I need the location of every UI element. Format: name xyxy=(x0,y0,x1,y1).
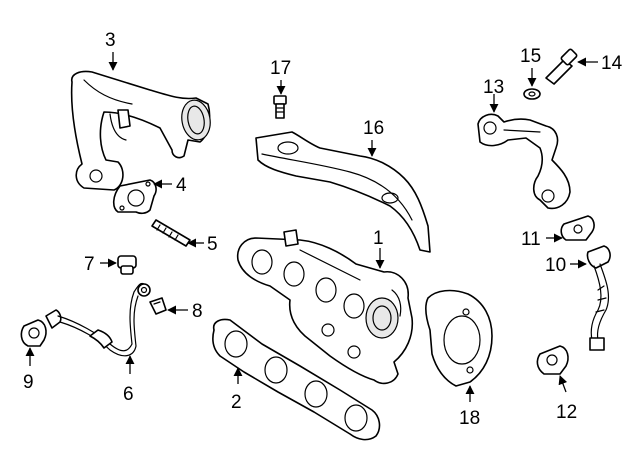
return-line-gasket xyxy=(560,215,595,241)
callout-16: 16 xyxy=(363,118,384,157)
clip xyxy=(149,297,167,315)
callout-17: 17 xyxy=(270,58,291,95)
callout-label: 4 xyxy=(176,175,187,196)
callout-1: 1 xyxy=(373,228,385,269)
callout-label: 2 xyxy=(231,392,242,413)
callout-label: 5 xyxy=(207,234,218,255)
callout-4: 4 xyxy=(153,175,187,196)
manifold-gasket xyxy=(212,318,381,441)
callout-18: 18 xyxy=(459,385,480,429)
callout-label: 10 xyxy=(545,255,566,276)
callout-label: 3 xyxy=(105,30,116,51)
callout-14: 14 xyxy=(577,53,623,74)
callout-8: 8 xyxy=(167,301,203,322)
line-gasket xyxy=(20,319,47,347)
callout-6: 6 xyxy=(123,355,135,405)
oil-feed-line xyxy=(45,282,151,357)
turbo-heat-shield xyxy=(425,289,493,387)
plug xyxy=(117,255,137,275)
callout-label: 15 xyxy=(520,46,541,67)
callout-15: 15 xyxy=(520,46,541,87)
callout-label: 13 xyxy=(483,77,504,98)
callout-label: 18 xyxy=(459,408,480,429)
callout-2: 2 xyxy=(231,367,243,413)
banjo-bolt xyxy=(545,48,578,85)
callout-13: 13 xyxy=(483,77,504,113)
callout-label: 14 xyxy=(601,53,623,74)
coolant-pipe xyxy=(477,113,571,210)
turbocharger-manifold xyxy=(236,229,414,385)
stud xyxy=(151,219,191,247)
callout-label: 1 xyxy=(373,228,384,249)
callout-12: 12 xyxy=(556,375,577,423)
bolt xyxy=(273,95,287,119)
callout-3: 3 xyxy=(105,30,118,71)
flange-gasket xyxy=(536,345,569,375)
callout-label: 16 xyxy=(363,118,384,139)
callout-label: 7 xyxy=(84,254,95,275)
callout-9: 9 xyxy=(23,347,35,393)
callout-5: 5 xyxy=(187,234,218,255)
heat-shield xyxy=(255,131,431,253)
outlet-pipe xyxy=(70,70,211,191)
callout-label: 11 xyxy=(521,229,541,250)
callout-label: 6 xyxy=(123,384,134,405)
callout-11: 11 xyxy=(521,229,563,250)
callout-label: 8 xyxy=(192,301,203,322)
callout-10: 10 xyxy=(545,255,587,276)
pipe-gasket xyxy=(112,179,157,215)
callout-label: 9 xyxy=(23,372,34,393)
callout-label: 17 xyxy=(270,58,291,79)
washer xyxy=(523,88,541,100)
callout-label: 12 xyxy=(556,402,577,423)
callout-7: 7 xyxy=(84,254,117,275)
oil-return-line xyxy=(586,245,611,351)
